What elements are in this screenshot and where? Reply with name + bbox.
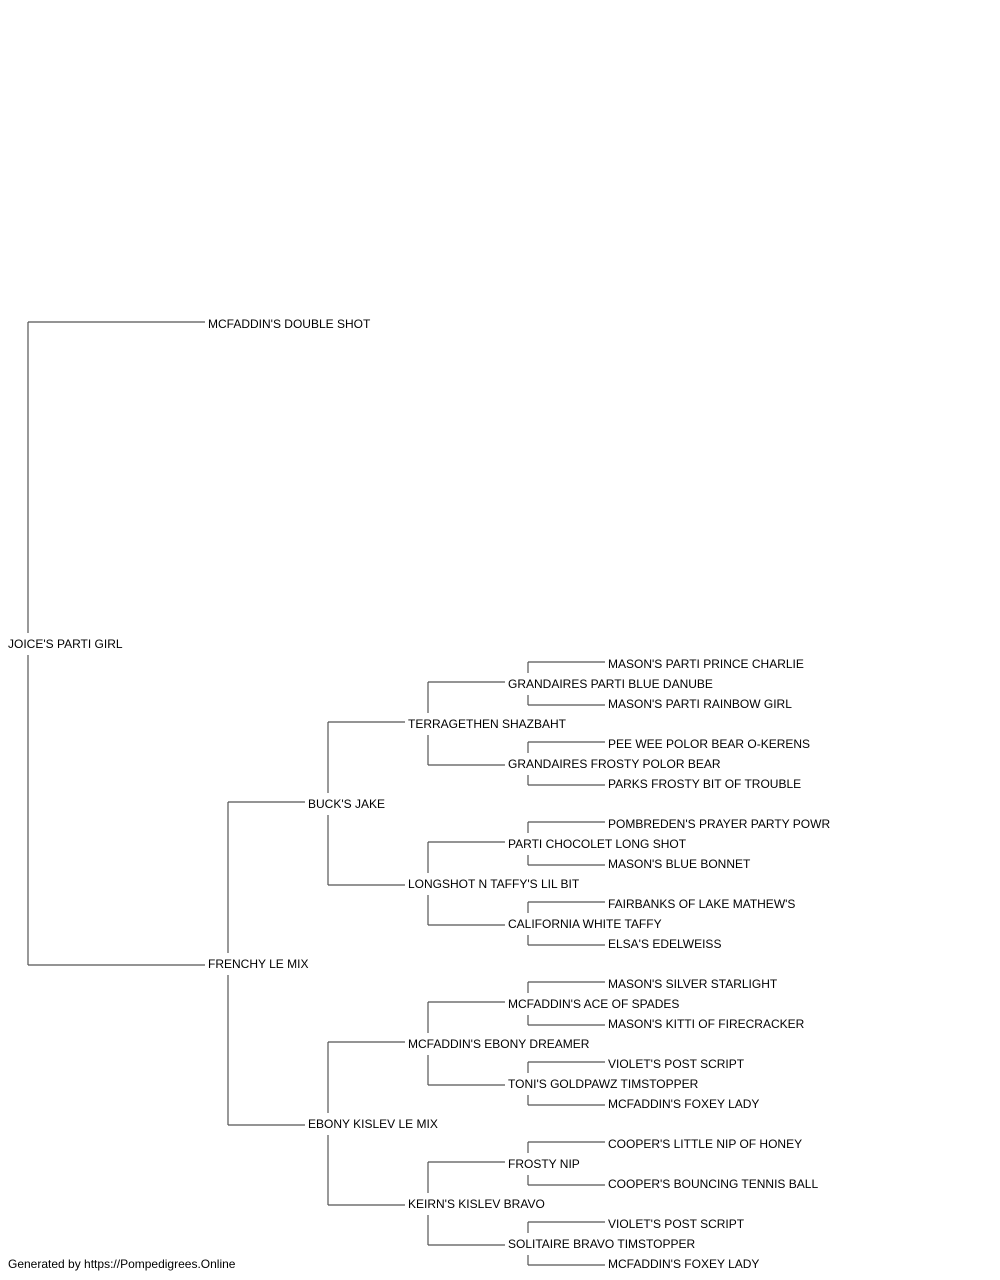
- ancestor-g5-name: FROSTY NIP: [508, 1157, 580, 1171]
- ancestor-g6-name: MASON'S SILVER STARLIGHT: [608, 977, 778, 991]
- ancestor-g6-name: POMBREDEN'S PRAYER PARTY POWR: [608, 817, 831, 831]
- ancestor-g6-name: COOPER'S BOUNCING TENNIS BALL: [608, 1177, 819, 1191]
- ancestor-g5-name: GRANDAIRES FROSTY POLOR BEAR: [508, 757, 721, 771]
- dam-sire-dam-name: LONGSHOT N TAFFY'S LIL BIT: [408, 877, 580, 891]
- dam-dam-sire-name: MCFADDIN'S EBONY DREAMER: [408, 1037, 590, 1051]
- ancestor-g6-name: MCFADDIN'S FOXEY LADY: [608, 1257, 760, 1271]
- ancestor-g5-name: MCFADDIN'S ACE OF SPADES: [508, 997, 680, 1011]
- ancestor-g5-name: CALIFORNIA WHITE TAFFY: [508, 917, 662, 931]
- ancestor-g5-name: SOLITAIRE BRAVO TIMSTOPPER: [508, 1237, 696, 1251]
- ancestor-g6-name: PARKS FROSTY BIT OF TROUBLE: [608, 777, 802, 791]
- ancestor-g6-name: PEE WEE POLOR BEAR O-KERENS: [608, 737, 811, 751]
- dam-sire-name: BUCK'S JAKE: [308, 797, 385, 811]
- ancestor-g6-name: VIOLET'S POST SCRIPT: [608, 1217, 745, 1231]
- generator-credit: Generated by https://Pompedigrees.Online: [8, 1257, 236, 1271]
- ancestor-g6-name: ELSA'S EDELWEISS: [608, 937, 722, 951]
- sire-name: MCFADDIN'S DOUBLE SHOT: [208, 317, 371, 331]
- ancestor-g5-name: TONI'S GOLDPAWZ TIMSTOPPER: [508, 1077, 699, 1091]
- dam-sire-sire-name: TERRAGETHEN SHAZBAHT: [408, 717, 567, 731]
- ancestor-g5-name: GRANDAIRES PARTI BLUE DANUBE: [508, 677, 713, 691]
- subject-name: JOICE'S PARTI GIRL: [8, 637, 123, 651]
- dam-name: FRENCHY LE MIX: [208, 957, 309, 971]
- ancestor-g6-name: MASON'S KITTI OF FIRECRACKER: [608, 1017, 805, 1031]
- ancestor-g6-name: COOPER'S LITTLE NIP OF HONEY: [608, 1137, 803, 1151]
- ancestor-g6-name: MASON'S PARTI PRINCE CHARLIE: [608, 657, 804, 671]
- dam-dam-name: EBONY KISLEV LE MIX: [308, 1117, 438, 1131]
- ancestor-g6-name: MASON'S PARTI RAINBOW GIRL: [608, 697, 792, 711]
- ancestor-g6-name: MASON'S BLUE BONNET: [608, 857, 751, 871]
- ancestor-g6-name: FAIRBANKS OF LAKE MATHEW'S: [608, 897, 796, 911]
- ancestor-g6-name: MCFADDIN'S FOXEY LADY: [608, 1097, 760, 1111]
- ancestor-g6-name: VIOLET'S POST SCRIPT: [608, 1057, 745, 1071]
- dam-dam-dam-name: KEIRN'S KISLEV BRAVO: [408, 1197, 545, 1211]
- ancestor-g5-name: PARTI CHOCOLET LONG SHOT: [508, 837, 687, 851]
